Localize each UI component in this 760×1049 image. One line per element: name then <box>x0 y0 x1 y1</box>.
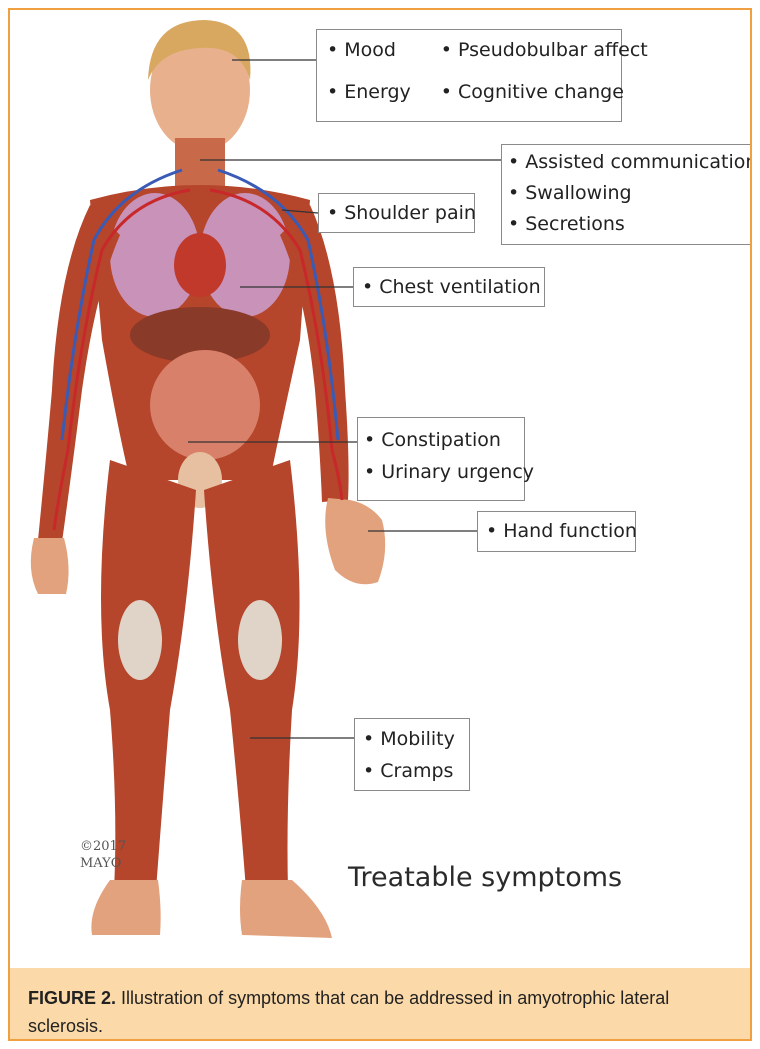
intestines <box>150 350 260 460</box>
callout-item: Energy <box>327 76 411 118</box>
callout-pelvis: Constipation Urinary urgency <box>357 417 525 501</box>
callout-item: Swallowing <box>508 178 744 209</box>
callout-head: Mood Pseudobulbar affect Energy Cognitiv… <box>316 29 622 122</box>
copyright-mark: ©2017 MAYO <box>80 838 126 872</box>
callout-item: Secretions <box>508 209 744 240</box>
callout-item: Pseudobulbar affect <box>441 34 648 76</box>
left-hand <box>31 538 69 594</box>
callout-item: Shoulder pain <box>327 194 466 232</box>
left-knee <box>118 600 162 680</box>
callout-leg: Mobility Cramps <box>354 718 470 791</box>
callout-item: Hand function <box>486 512 627 551</box>
figure-caption: FIGURE 2. Illustration of symptoms that … <box>10 968 750 1039</box>
neck <box>175 138 225 188</box>
callout-throat: Assisted communication Swallowing Secret… <box>501 144 751 245</box>
callout-shoulder: Shoulder pain <box>318 193 475 233</box>
callout-item: Cognitive change <box>441 76 648 118</box>
right-hand <box>325 498 385 584</box>
callout-item: Constipation <box>364 424 518 456</box>
callout-item: Cramps <box>363 755 461 787</box>
callout-hand: Hand function <box>477 511 636 552</box>
callout-item: Chest ventilation <box>362 268 536 306</box>
figure-frame: Mood Pseudobulbar affect Energy Cognitiv… <box>8 8 752 1041</box>
right-knee <box>238 600 282 680</box>
heart <box>174 233 226 297</box>
callout-item: Assisted communication <box>508 147 744 178</box>
right-foot <box>240 880 332 938</box>
diagram-title: Treatable symptoms <box>348 862 622 893</box>
figure-label: FIGURE 2. <box>28 988 116 1008</box>
left-foot <box>91 880 160 935</box>
caption-text: Illustration of symptoms that can be add… <box>28 988 669 1036</box>
callout-item: Urinary urgency <box>364 456 518 488</box>
body-figure <box>31 20 385 938</box>
callout-chest: Chest ventilation <box>353 267 545 307</box>
callout-item: Mood <box>327 34 411 76</box>
callout-item: Mobility <box>363 723 461 755</box>
